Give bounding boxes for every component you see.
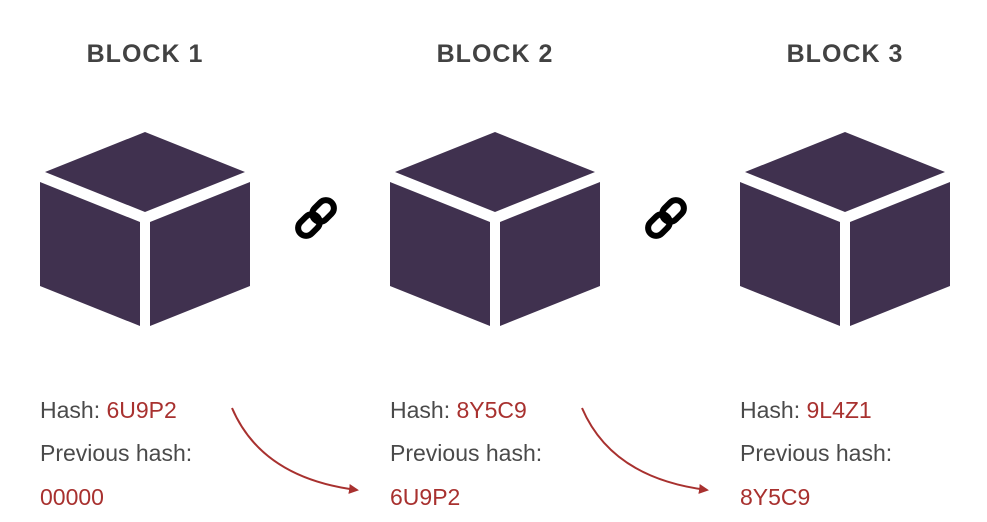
hash-label: Hash:: [390, 397, 451, 423]
block-3-title: BLOCK 3: [786, 40, 904, 68]
arrow-block-1-to-block-2: [231, 407, 359, 494]
block-1-previous-hash-value: 00000: [40, 484, 104, 510]
block-2-previous-hash-value: 6U9P2: [390, 484, 461, 510]
chain-link-icon: [645, 197, 687, 239]
chain-link-icon: [295, 197, 337, 239]
block-3-previous-hash-value: 8Y5C9: [740, 484, 811, 510]
block-2-hash-line: Hash: 8Y5C9: [390, 397, 527, 424]
arrow-block-2-to-block-3: [581, 407, 709, 494]
block-2-hash-value: 8Y5C9: [456, 397, 527, 423]
block-2-title: BLOCK 2: [436, 40, 554, 68]
block-3-hash-line: Hash: 9L4Z1: [740, 397, 872, 424]
block-1-title: BLOCK 1: [86, 40, 204, 68]
hash-label: Hash:: [740, 397, 801, 423]
block-2-previous-hash-label: Previous hash:: [390, 440, 543, 466]
block-1-cube-icon: [40, 132, 250, 326]
block-1-previous-hash-label: Previous hash:: [40, 440, 193, 466]
block-3-hash-value: 9L4Z1: [806, 397, 872, 423]
hash-label: Hash:: [40, 397, 101, 423]
block-1-hash-line: Hash: 6U9P2: [40, 397, 177, 424]
block-3-cube-icon: [740, 132, 950, 326]
block-1-hash-value: 6U9P2: [106, 397, 177, 423]
block-2-cube-icon: [390, 132, 600, 326]
block-3-previous-hash-label: Previous hash:: [740, 440, 893, 466]
